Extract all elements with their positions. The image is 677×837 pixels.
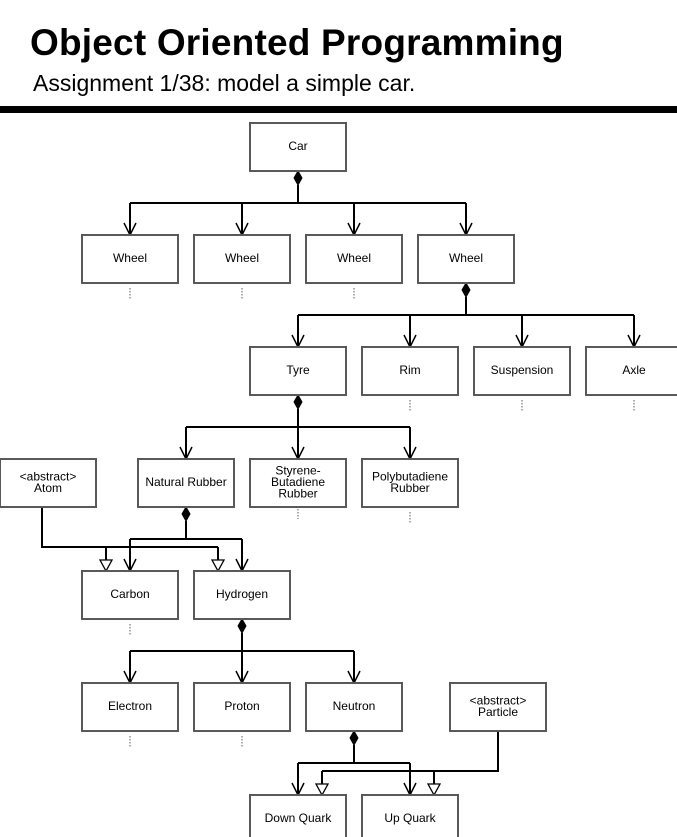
class-box <box>137 458 235 508</box>
class-label: Atom <box>34 481 62 495</box>
class-label: Wheel <box>449 251 483 265</box>
class-node-natural-rubber: Natural Rubber <box>137 458 235 508</box>
class-box <box>249 794 347 837</box>
class-label: Carbon <box>110 587 149 601</box>
class-box <box>361 794 459 837</box>
class-label: Wheel <box>113 251 147 265</box>
class-box <box>305 234 403 284</box>
class-box <box>81 234 179 284</box>
class-node-electron: Electron <box>81 682 179 732</box>
class-box <box>305 682 403 732</box>
class-label: Tyre <box>286 363 310 377</box>
class-box <box>249 458 347 508</box>
class-node-up-quark: Up Quark <box>361 794 459 837</box>
class-label: Rubber <box>278 487 317 501</box>
class-label: Proton <box>224 699 259 713</box>
class-node-proton: Proton <box>193 682 291 732</box>
page-title: Object Oriented Programming <box>30 22 564 63</box>
class-label: Butadiene <box>271 475 325 489</box>
inheritance-triangle <box>426 783 442 797</box>
composition-diamond <box>293 393 303 411</box>
class-box <box>193 234 291 284</box>
class-node-wheel2: Wheel <box>193 234 291 284</box>
class-box <box>449 682 547 732</box>
class-label: Neutron <box>333 699 376 713</box>
class-node-hydrogen: Hydrogen <box>193 570 291 620</box>
class-label: Axle <box>622 363 646 377</box>
diagram-edges <box>41 169 641 797</box>
class-node-wheel4: Wheel <box>417 234 515 284</box>
class-label: Natural Rubber <box>145 475 226 489</box>
class-node-wheel1: Wheel <box>81 234 179 284</box>
class-node-car: Car <box>249 122 347 172</box>
class-node-down-quark: Down Quark <box>249 794 347 837</box>
composition-diamond <box>237 617 247 635</box>
class-label: Suspension <box>491 363 554 377</box>
class-node-suspension: Suspension <box>473 346 571 396</box>
class-box <box>585 346 677 396</box>
class-box <box>193 682 291 732</box>
class-node-carbon: Carbon <box>81 570 179 620</box>
class-node-wheel3: Wheel <box>305 234 403 284</box>
composition-diamond <box>349 729 359 747</box>
class-label: Styrene- <box>275 464 320 478</box>
class-label: <abstract> <box>470 693 527 707</box>
class-box <box>361 458 459 508</box>
composition-diamond <box>461 281 471 299</box>
class-box <box>0 458 97 508</box>
class-node-tyre: Tyre <box>249 346 347 396</box>
class-label: Wheel <box>337 251 371 265</box>
class-box <box>193 570 291 620</box>
class-node-rim: Rim <box>361 346 459 396</box>
class-label: Down Quark <box>265 811 333 825</box>
class-label: Rim <box>399 363 420 377</box>
class-label: Electron <box>108 699 152 713</box>
inheritance-triangle <box>210 559 226 573</box>
class-label: Particle <box>478 705 518 719</box>
class-label: Polybutadiene <box>372 469 448 483</box>
class-box <box>417 234 515 284</box>
connector-line <box>322 731 499 772</box>
composition-diamond <box>181 505 191 523</box>
class-box <box>249 122 347 172</box>
class-node-particle: <abstract>Particle <box>449 682 547 732</box>
class-box <box>361 346 459 396</box>
class-node-atom: <abstract>Atom <box>0 458 97 508</box>
class-box <box>249 346 347 396</box>
inheritance-triangle <box>98 559 114 573</box>
connector-line <box>41 507 218 548</box>
page-subtitle: Assignment 1/38: model a simple car. <box>33 70 416 96</box>
class-label: Car <box>288 139 307 153</box>
class-label: Wheel <box>225 251 259 265</box>
header-divider <box>0 106 677 113</box>
class-box <box>81 682 179 732</box>
class-node-axle: Axle <box>585 346 677 396</box>
class-label: <abstract> <box>20 469 77 483</box>
class-box <box>81 570 179 620</box>
class-label: Up Quark <box>384 811 436 825</box>
class-box <box>473 346 571 396</box>
inheritance-triangle <box>314 783 330 797</box>
composition-diamond <box>293 169 303 187</box>
class-label: Hydrogen <box>216 587 268 601</box>
class-node-neutron: Neutron <box>305 682 403 732</box>
class-label: Rubber <box>390 481 429 495</box>
